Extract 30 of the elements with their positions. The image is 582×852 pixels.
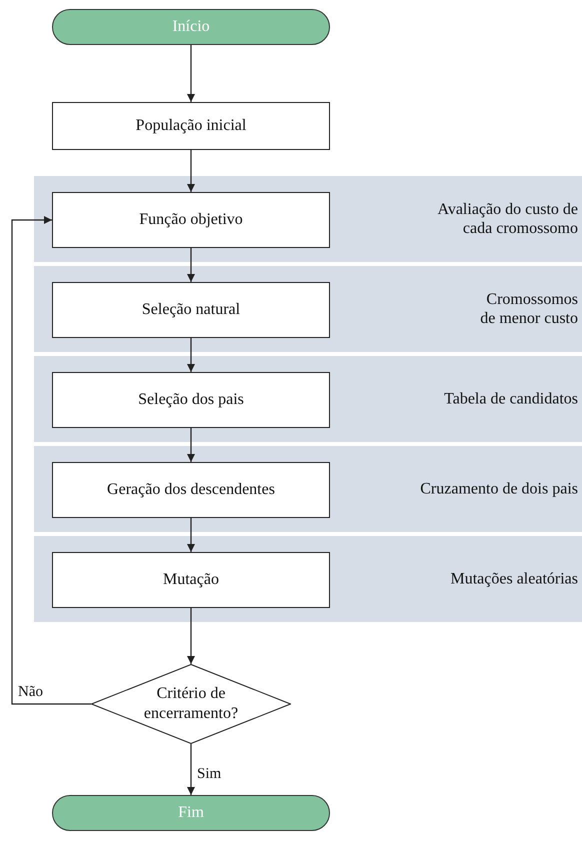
decision-diamond: Critério de encerramento? <box>91 664 291 744</box>
arrow <box>11 216 91 705</box>
arrow <box>187 248 195 282</box>
process-box: Geração dos descendentes <box>52 462 330 518</box>
process-box: Seleção dos pais <box>52 372 330 428</box>
stage-band <box>34 536 582 622</box>
stage-band <box>34 176 582 262</box>
band-note: Avaliação do custo de cada cromossomo <box>436 200 578 238</box>
terminal-shape: Fim <box>52 795 330 831</box>
arrow <box>187 518 195 552</box>
terminal-shape: Início <box>52 9 330 45</box>
process-box: Função objetivo <box>52 192 330 248</box>
stage-band <box>34 446 582 532</box>
arrow <box>187 150 195 192</box>
arrow <box>187 608 195 664</box>
band-note: Cromossomos de menor custo <box>479 290 578 328</box>
edge-label: Sim <box>197 766 222 782</box>
arrow <box>187 428 195 462</box>
arrow <box>187 45 195 102</box>
arrow <box>187 744 195 795</box>
process-box: População inicial <box>52 102 330 150</box>
arrow <box>187 338 195 372</box>
band-note: Mutações aleatórias <box>450 570 578 588</box>
band-note: Tabela de candidatos <box>443 390 578 408</box>
stage-band <box>34 356 582 442</box>
stage-band <box>34 266 582 352</box>
process-box: Seleção natural <box>52 282 330 338</box>
band-note: Cruzamento de dois pais <box>419 480 578 498</box>
edge-label: Não <box>18 684 43 700</box>
process-box: Mutação <box>52 552 330 608</box>
